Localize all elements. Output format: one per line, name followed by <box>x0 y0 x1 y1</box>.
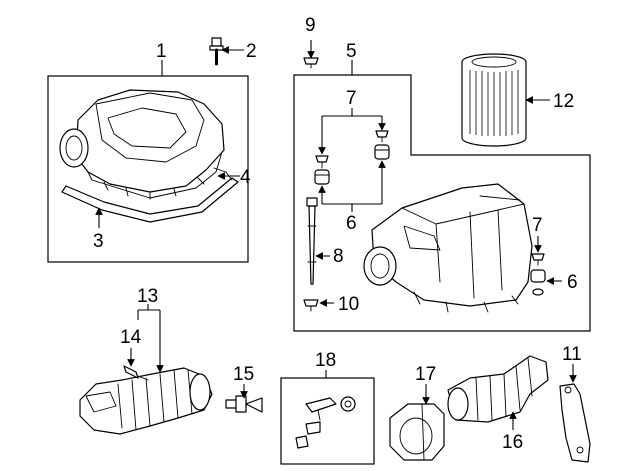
callout-9: 9 <box>305 15 316 36</box>
group-frame-1 <box>47 75 249 263</box>
bushing-part-left <box>314 169 330 185</box>
air-cleaner-housing-part <box>363 183 533 313</box>
fastener-part-10 <box>303 299 319 312</box>
gasket-part <box>61 177 239 223</box>
callout-6-side: 6 <box>567 272 578 293</box>
intake-tube-part <box>79 367 213 435</box>
callout-10: 10 <box>338 294 359 315</box>
callout-1: 1 <box>156 41 167 62</box>
callout-16: 16 <box>502 432 523 453</box>
cover-clip-part <box>213 167 233 181</box>
callout-15: 15 <box>233 364 254 385</box>
callout-14: 14 <box>120 327 142 348</box>
group-frame-5 <box>293 74 591 332</box>
pin-part-left <box>315 155 329 169</box>
callout-7-side: 7 <box>532 215 543 236</box>
group-frame-18 <box>280 377 375 465</box>
sensor-screw-part <box>123 365 149 381</box>
air-filter-part <box>461 53 527 147</box>
bellows-duct-part <box>447 355 549 423</box>
hardware-kit-parts <box>295 396 356 449</box>
callout-6-lower-pair: 6 <box>346 213 357 234</box>
callout-5: 5 <box>346 41 357 62</box>
pin-part-side <box>531 253 545 266</box>
callout-11: 11 <box>562 344 582 365</box>
rod-part <box>306 197 318 285</box>
air-cleaner-cover-part <box>59 89 225 200</box>
bolt-part <box>209 37 224 66</box>
grommet-part-side <box>530 269 546 296</box>
callout-8: 8 <box>333 246 344 267</box>
bushing-part-right <box>374 144 390 160</box>
callout-4: 4 <box>240 167 251 188</box>
elbow-duct-part <box>389 403 445 461</box>
push-pin-part <box>303 57 319 69</box>
pin-part-right <box>375 130 389 143</box>
sensor-part <box>225 395 263 413</box>
callout-7-upper-pair: 7 <box>346 88 357 109</box>
callout-13: 13 <box>137 286 158 307</box>
bracket-part <box>559 383 591 463</box>
callout-12: 12 <box>553 91 574 112</box>
callout-2: 2 <box>246 41 257 62</box>
callout-17: 17 <box>415 364 436 385</box>
callout-3: 3 <box>93 231 104 252</box>
callout-18: 18 <box>315 350 336 371</box>
